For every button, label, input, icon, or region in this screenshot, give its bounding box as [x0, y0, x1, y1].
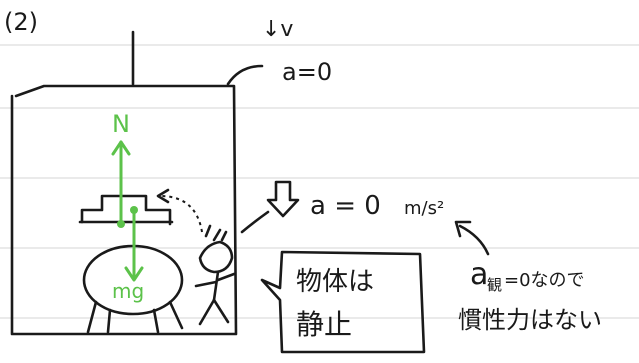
note-subscript: 観 — [487, 276, 502, 294]
note-line2: 慣性力はない — [458, 306, 602, 334]
observer-sightline — [159, 195, 203, 233]
gravity-force-arrow — [124, 206, 144, 282]
velocity-label: ↓v — [262, 17, 293, 42]
observer-frame-arrow — [240, 180, 300, 234]
observer-figure — [194, 224, 236, 326]
speech-bubble-line1: 物体は — [296, 267, 374, 297]
observer-acceleration: a = 0 — [310, 191, 381, 221]
leader-line — [226, 64, 264, 86]
speech-bubble-line2: 静止 — [296, 308, 352, 341]
normal-force-arrow — [111, 140, 131, 228]
note-symbol: a — [470, 257, 488, 292]
normal-force-label: N — [112, 110, 130, 138]
note-text: =0なので — [504, 270, 585, 291]
note-arrow — [458, 224, 490, 256]
elevator-box — [10, 84, 238, 336]
elevator-acceleration: a=0 — [282, 58, 332, 86]
notebook-lines — [0, 44, 639, 319]
speech-bubble — [260, 250, 426, 354]
problem-number: (2) — [4, 8, 38, 36]
sightline-arrowhead — [156, 188, 170, 204]
scale — [78, 194, 174, 226]
observer-acceleration-unit: m/s² — [404, 198, 444, 219]
note-arrowhead — [454, 220, 472, 238]
gravity-force-label: mg — [112, 279, 144, 303]
